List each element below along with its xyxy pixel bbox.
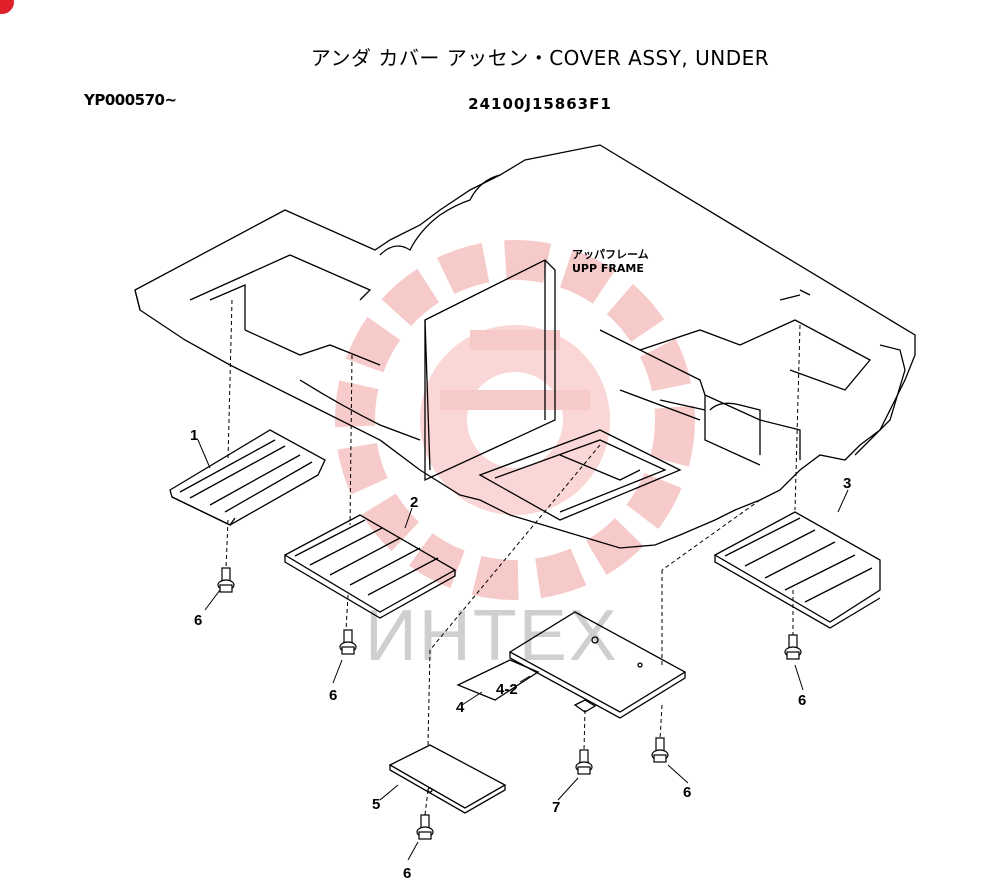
callout-2: 2 [410,494,418,511]
bolt-icon [651,737,669,763]
bolt-icon [575,749,593,775]
callout-6: 6 [329,687,337,704]
callout-6: 6 [798,692,806,709]
upper-frame [134,144,916,549]
bolt-icon [416,814,434,840]
callout-6: 6 [683,784,691,801]
callout-6: 6 [403,865,411,882]
callout-7: 7 [552,799,560,816]
under-cover-part-5 [388,744,507,814]
bolts [217,567,802,840]
part-number: 24100J15863F1 [468,95,612,113]
bolt-icon [217,567,235,593]
callout-6: 6 [194,612,202,629]
leader-lines [225,299,801,816]
watermark-logo [335,240,695,600]
diagram-title: アンダ カバー アッセン・COVER ASSY, UNDER [310,46,770,70]
callout-3: 3 [843,475,851,492]
under-cover-part-4 [456,611,687,719]
watermark-text: ИНТЕХ [365,596,619,676]
callout-leaders [197,439,849,861]
bolt-icon [784,634,802,660]
frame-label-jp: アッパフレーム [572,248,649,261]
under-cover-part-1 [169,429,326,526]
callout-5: 5 [372,796,380,813]
callout-4: 4 [456,699,465,716]
bolt-icon [339,629,357,655]
serial-range: YP000570~ [84,91,177,109]
callout-1: 1 [190,427,198,444]
frame-label-en: UPP FRAME [572,262,644,275]
under-cover-part-2 [283,514,457,619]
callout-4-2: 4-2 [496,681,518,698]
under-cover-part-3 [713,511,881,629]
